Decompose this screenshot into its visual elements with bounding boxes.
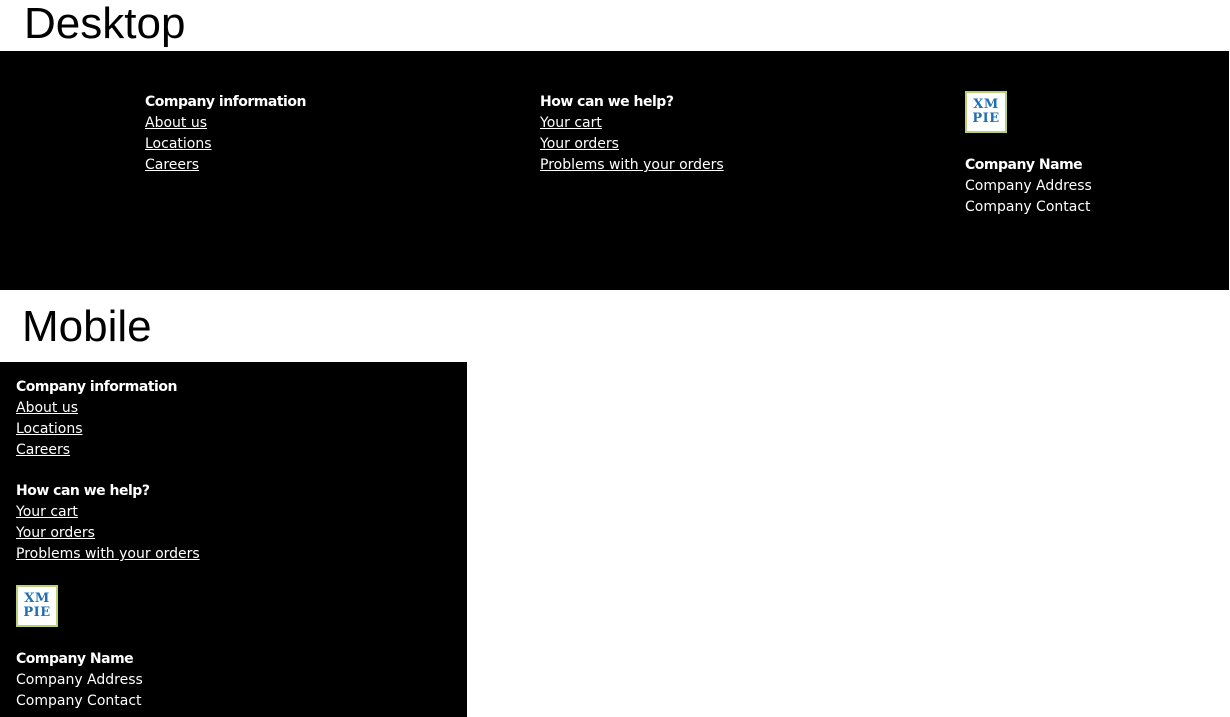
careers-link[interactable]: Careers — [145, 157, 200, 173]
company-address: Company Address — [965, 178, 1092, 194]
help-title: How can we help? — [16, 483, 150, 499]
company-contact-column: XM PIE Company Name Company Address Comp… — [16, 585, 143, 712]
company-contact: Company Contact — [16, 693, 142, 709]
your-orders-link[interactable]: Your orders — [540, 136, 619, 152]
help-column: How can we help? Your cart Your orders P… — [16, 481, 200, 565]
problems-with-orders-link[interactable]: Problems with your orders — [16, 546, 200, 562]
mobile-footer: Company information About us Locations C… — [0, 362, 467, 717]
company-contact-column: XM PIE Company Name Company Address Comp… — [965, 91, 1092, 218]
problems-with-orders-link[interactable]: Problems with your orders — [540, 157, 724, 173]
careers-link[interactable]: Careers — [16, 442, 71, 458]
logo-container: XM PIE — [965, 91, 1092, 155]
your-cart-link[interactable]: Your cart — [16, 504, 78, 520]
logo-container: XM PIE — [16, 585, 143, 649]
help-column: How can we help? Your cart Your orders P… — [540, 92, 724, 176]
help-title: How can we help? — [540, 94, 674, 110]
about-us-link[interactable]: About us — [145, 115, 208, 131]
logo-text-line2: PIE — [972, 111, 1000, 126]
desktop-heading: Desktop — [24, 0, 186, 48]
company-information-column: Company information About us Locations C… — [16, 377, 177, 461]
xmpie-logo[interactable]: XM PIE — [16, 585, 58, 627]
mobile-heading: Mobile — [22, 302, 152, 351]
logo-text-line1: XM — [973, 97, 999, 112]
about-us-link[interactable]: About us — [16, 400, 79, 416]
your-orders-link[interactable]: Your orders — [16, 525, 95, 541]
xmpie-logo[interactable]: XM PIE — [965, 91, 1007, 133]
locations-link[interactable]: Locations — [145, 136, 212, 152]
company-name: Company Name — [965, 157, 1083, 173]
company-contact: Company Contact — [965, 199, 1091, 215]
company-information-title: Company information — [145, 94, 306, 110]
company-information-title: Company information — [16, 379, 177, 395]
your-cart-link[interactable]: Your cart — [540, 115, 602, 131]
company-information-column: Company information About us Locations C… — [145, 92, 306, 176]
logo-text-line2: PIE — [23, 605, 51, 620]
company-name: Company Name — [16, 651, 134, 667]
logo-text-line1: XM — [24, 591, 50, 606]
locations-link[interactable]: Locations — [16, 421, 83, 437]
company-address: Company Address — [16, 672, 143, 688]
desktop-footer: Company information About us Locations C… — [0, 51, 1229, 290]
